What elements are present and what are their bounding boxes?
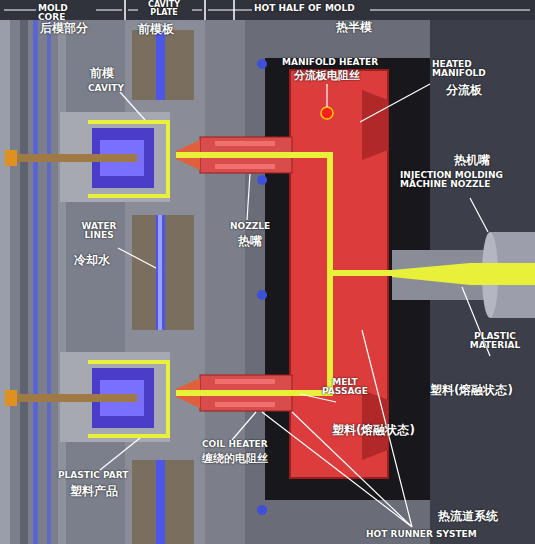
part-label: MELT PASSAGE (312, 378, 378, 397)
part-label: 缠绕的电阻丝 (202, 453, 302, 465)
part-label: PLASTIC PART (58, 471, 148, 480)
leader-lines (100, 84, 490, 527)
leader-line (247, 174, 250, 220)
screw (257, 59, 267, 69)
plastic-material (392, 263, 535, 285)
part-label: HEATED MANIFOLD (432, 60, 494, 79)
part-label: 塑料(熔融状态) (332, 424, 437, 437)
part-label: WATER LINES (76, 222, 122, 241)
part-label: 后模部分 (40, 22, 120, 35)
part-label: 分流板电阻丝 (294, 70, 394, 82)
coil-heater (215, 141, 275, 146)
part-label: 前模板 (138, 23, 198, 36)
leader-line (326, 84, 327, 107)
part-label: HOT HALF OF MOLD (254, 4, 374, 13)
water-line (156, 30, 165, 100)
part-label: INJECTION MOLDING MACHINE NOZZLE (400, 171, 512, 190)
screw (257, 175, 267, 185)
part-label: MANIFOLD HEATER (282, 58, 402, 67)
plate-stripe (0, 20, 10, 544)
part-label: 塑料(熔融状态) (430, 384, 535, 397)
part-label: 分流板 (446, 84, 506, 97)
part-label: 塑料产品 (70, 485, 140, 498)
water-line (156, 215, 165, 330)
water-line (158, 215, 162, 330)
part-label: CAVITY (88, 84, 138, 93)
manifold-detail (362, 90, 388, 160)
leader-line (118, 248, 156, 268)
cavity-plate (125, 20, 205, 544)
leader-line (120, 92, 145, 120)
plate-block (132, 460, 194, 544)
manifold-heater (321, 107, 333, 119)
screw (257, 505, 267, 515)
ejector-head (5, 150, 17, 166)
coil-heater (215, 379, 275, 384)
water-line (47, 20, 51, 544)
ejector-pin (17, 394, 137, 402)
part-label: MOLD CORE (38, 4, 98, 23)
screw (257, 290, 267, 300)
part-label: COIL HEATER (202, 440, 292, 449)
leader-line (232, 412, 256, 440)
plate-block (132, 30, 194, 100)
plate-block (132, 215, 194, 330)
part-label: HOT RUNNER SYSTEM (366, 530, 506, 539)
ejector-head (5, 390, 17, 406)
plate-stripe (58, 20, 66, 544)
leader-line (360, 84, 430, 122)
part-label: PLASTIC MATERIAL (462, 332, 528, 351)
water-line (156, 460, 165, 544)
coil-heater (215, 164, 275, 169)
part-label: 热半模 (336, 21, 406, 34)
plate-stripe (205, 20, 245, 544)
part-label: NOZZLE (230, 222, 290, 231)
leader-line (100, 438, 140, 470)
melt-passage (176, 155, 392, 393)
coil-heater (215, 402, 275, 407)
water-line (33, 20, 38, 544)
part-label: 前模 (90, 67, 130, 80)
header-band (0, 0, 535, 20)
part-label: 热机嘴 (454, 154, 514, 167)
part-label: 热嘴 (238, 235, 288, 248)
plate-stripe (20, 20, 28, 544)
part-label: 冷却水 (74, 254, 134, 267)
part-label: CAVITY PLATE (138, 1, 190, 18)
ejector-pin (17, 154, 137, 162)
part-label: 热流道系统 (438, 510, 528, 523)
leader-line (470, 198, 488, 232)
